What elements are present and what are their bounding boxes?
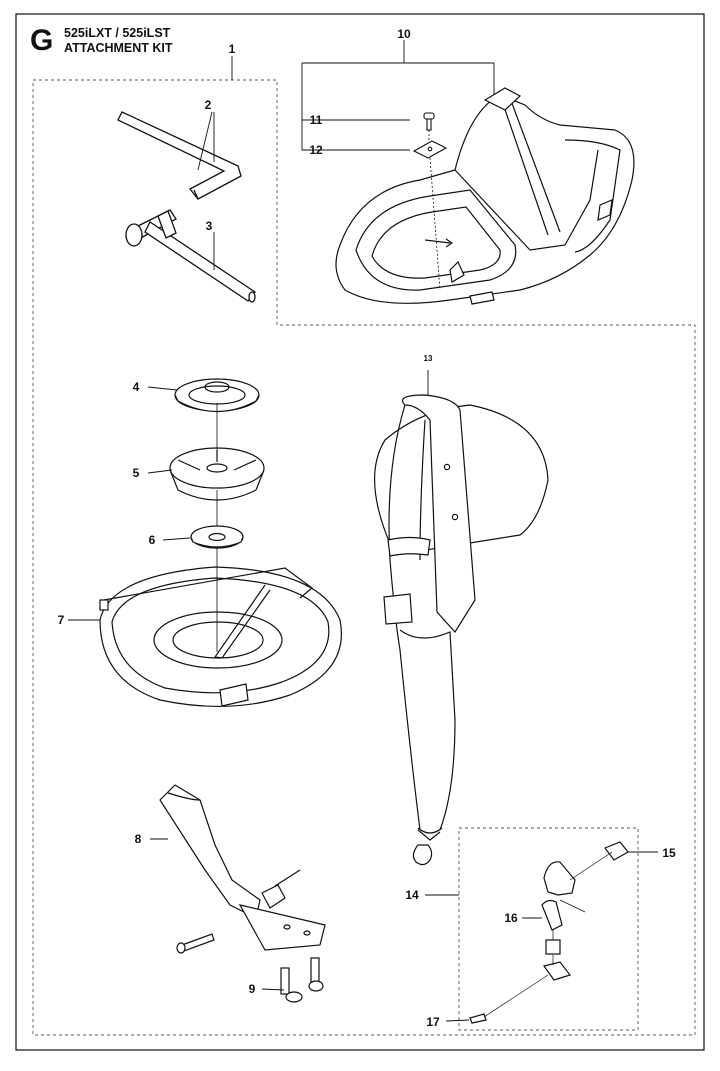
guard-screw-drawing: [423, 112, 435, 131]
harness-strap-drawing: [373, 394, 549, 866]
hardware-kit-outline: [458, 827, 639, 1031]
part-number-10: 10: [397, 27, 411, 41]
guard-plate-drawing: [412, 140, 448, 159]
blade-guard-drawing: [335, 87, 635, 305]
lock-drawing: [469, 961, 572, 1024]
clip-drawing: [541, 861, 576, 955]
part-number-8: 8: [135, 832, 142, 846]
part-number-11: 11: [310, 113, 323, 127]
support-flange-drawing: [190, 525, 244, 549]
part-number-15: 15: [662, 846, 676, 860]
part-number-4: 4: [133, 380, 140, 394]
part-number-3: 3: [206, 219, 213, 233]
assembly-axis-hardware: [483, 851, 613, 1018]
kit-title: ATTACHMENT KIT: [64, 41, 173, 55]
bracket-bolts-drawing: [280, 957, 324, 1003]
handle-bracket-drawing: [159, 784, 326, 954]
part-number-14: 14: [405, 888, 419, 902]
drive-disc-drawing: [169, 447, 265, 501]
socket-wrench-drawing: [125, 209, 256, 303]
model-name: 525iLXT / 525iLST: [64, 26, 171, 40]
part-number-5: 5: [133, 466, 140, 480]
part-number-17: 17: [426, 1015, 440, 1029]
debris-shield-drawing: [99, 566, 342, 708]
callout-leaders: [68, 40, 658, 1022]
kit-group-outline: [32, 79, 696, 1036]
part-number-6: 6: [149, 533, 156, 547]
part-number-16: 16: [504, 911, 518, 925]
part-number-2: 2: [205, 98, 212, 112]
part-number-9: 9: [249, 982, 256, 996]
part-number-1: 1: [229, 42, 236, 56]
part-number-12: 12: [309, 143, 323, 157]
part-number-13: 13: [424, 354, 433, 363]
hex-key-drawing: [117, 111, 242, 200]
cap-drawing: [604, 841, 629, 861]
assembly-axis-guard: [428, 130, 441, 291]
page-frame: [15, 13, 705, 1051]
part-number-7: 7: [58, 613, 65, 627]
section-letter: G: [30, 24, 54, 57]
